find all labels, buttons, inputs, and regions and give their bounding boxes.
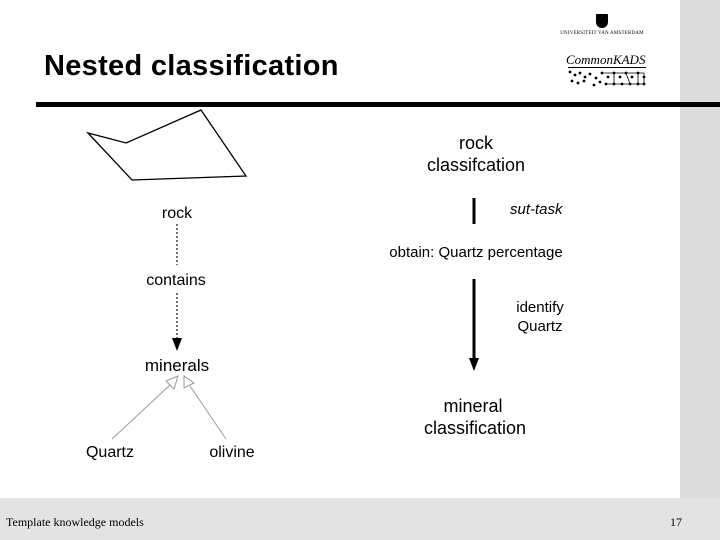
quartz-node-label: Quartz xyxy=(86,444,134,461)
page-number: 17 xyxy=(670,515,682,529)
rock-shape-icon xyxy=(85,109,248,181)
olivine-subtype-link xyxy=(189,385,227,440)
commonkads-dot-grid-icon xyxy=(568,70,646,87)
university-shield-icon xyxy=(596,14,608,28)
identify-quartz-label-line1: identify xyxy=(516,299,564,316)
identify-quartz-label-line2: Quartz xyxy=(517,318,562,335)
subtask-arrowhead-icon xyxy=(469,358,479,371)
slide-title: Nested classification xyxy=(44,50,339,82)
quartz-subtype-link xyxy=(111,383,172,440)
right-side-band xyxy=(680,0,720,500)
obtain-quartz-percentage-label: obtain: Quartz percentage xyxy=(389,244,562,261)
rock-node-label: rock xyxy=(162,205,193,222)
commonkads-logo: CommonKADS xyxy=(566,52,648,92)
university-name: UNIVERSITEIT VAN AMSTERDAM xyxy=(560,31,644,36)
mineral-classification-label-line1: mineral xyxy=(443,396,502,416)
rock-classification-label-line1: rock xyxy=(459,133,494,153)
title-underline xyxy=(36,102,720,107)
mineral-classification-label-line2: classification xyxy=(424,418,526,438)
subtask-label: sut-task xyxy=(510,201,564,218)
rock-classification-label-line2: classifcation xyxy=(427,155,525,175)
footer-band xyxy=(0,498,720,540)
quartz-subtype-arrowhead-icon xyxy=(165,375,179,390)
olivine-subtype-arrowhead-icon xyxy=(183,375,195,389)
commonkads-logo-rule xyxy=(568,67,646,68)
footer-course-title: Template knowledge models xyxy=(6,515,144,529)
contains-arrowhead-icon xyxy=(172,338,182,351)
contains-relation-label: contains xyxy=(146,272,206,289)
minerals-node-label: minerals xyxy=(145,356,209,375)
olivine-node-label: olivine xyxy=(209,444,254,461)
commonkads-logo-text: CommonKADS xyxy=(566,52,646,67)
